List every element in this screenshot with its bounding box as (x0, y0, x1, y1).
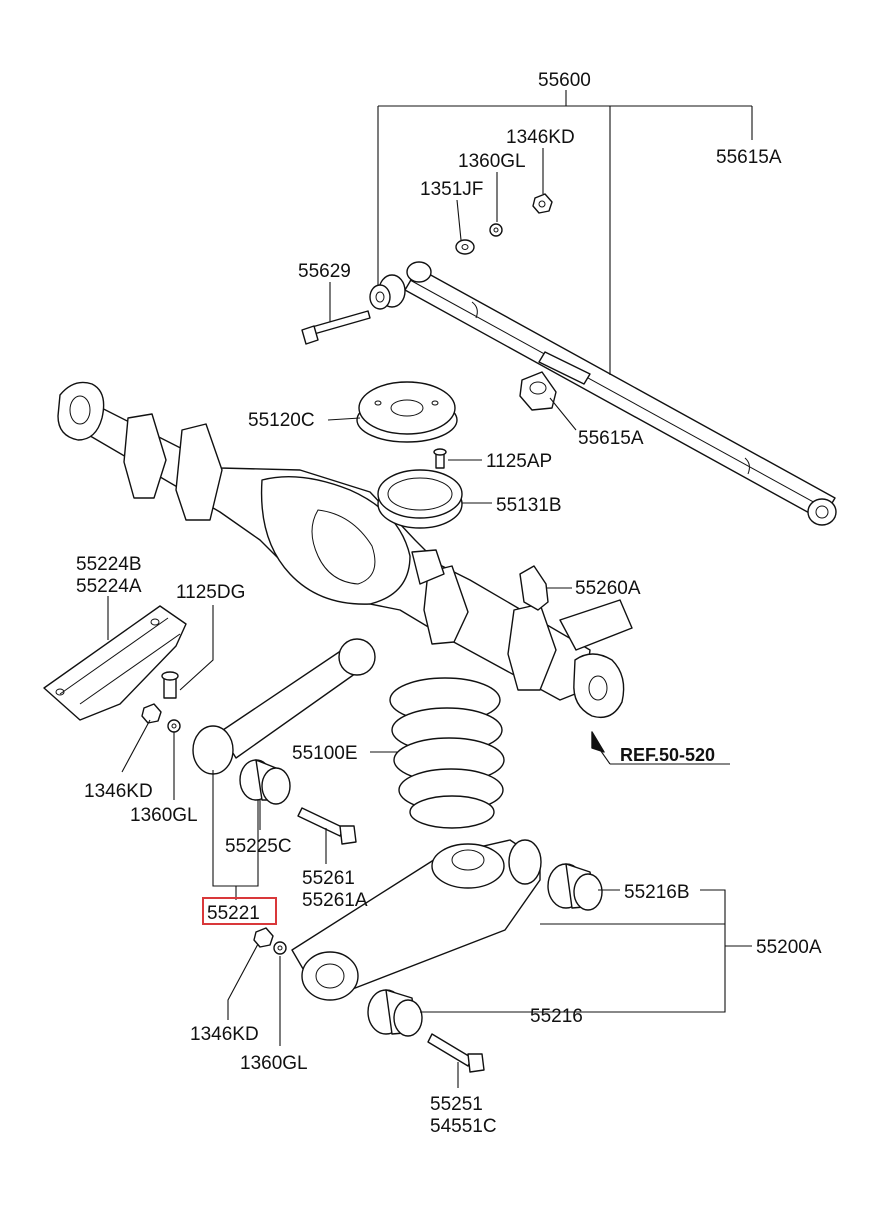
label-1346KD-top: 1346KD (506, 127, 575, 148)
upper-arm (192, 638, 376, 775)
coil-spring (389, 677, 505, 829)
bolt-1125AP (433, 448, 447, 469)
washer-1360GL-left (167, 719, 181, 733)
bushing-55216 (367, 989, 423, 1037)
label-55131B: 55131B (496, 495, 562, 516)
label-1346KD-bottom: 1346KD (190, 1024, 259, 1045)
bushing-55225C (239, 759, 291, 805)
nut-1346KD-left (141, 703, 162, 724)
label-55251: 55251 (430, 1094, 483, 1115)
bolt-55251 (427, 1033, 485, 1073)
rod-bushing (369, 274, 406, 310)
label-55216B: 55216B (624, 882, 690, 903)
label-55615A-mid: 55615A (578, 428, 644, 449)
bracket-55224 (43, 605, 187, 721)
bushing-55216B (547, 863, 603, 911)
label-55120C: 55120C (248, 410, 315, 431)
label-55261: 55261 (302, 868, 355, 889)
label-55261A: 55261A (302, 890, 368, 911)
spring-seat (356, 381, 458, 443)
label-55200A: 55200A (756, 937, 822, 958)
label-1360GL-left: 1360GL (130, 805, 198, 826)
label-55260A: 55260A (575, 578, 641, 599)
label-55615A-top: 55615A (716, 147, 782, 168)
label-1351JF: 1351JF (420, 179, 483, 200)
leader-lines (107, 90, 753, 1088)
lateral-rod (404, 261, 837, 526)
label-55221[interactable]: 55221 (207, 903, 260, 924)
nut-1346KD-bottom (253, 927, 274, 948)
label-55600: 55600 (538, 70, 591, 91)
lower-arm (291, 839, 542, 1001)
washer-1351JF (455, 239, 475, 255)
nut-1346KD-top (532, 193, 553, 214)
bracket-55615A (519, 371, 557, 411)
label-1360GL-top: 1360GL (458, 151, 526, 172)
label-55224A: 55224A (76, 576, 142, 597)
spring-pad (377, 469, 463, 529)
bracket-55260A (519, 565, 549, 611)
bolt-1125DG (161, 671, 179, 699)
ref-link[interactable]: REF.50-520 (620, 745, 715, 765)
label-55225C: 55225C (225, 836, 292, 857)
label-55216: 55216 (530, 1006, 583, 1027)
bolt-55629 (301, 310, 371, 345)
label-54551C: 54551C (430, 1116, 497, 1137)
bolt-55261 (297, 807, 357, 845)
label-1125DG: 1125DG (176, 582, 245, 603)
label-1360GL-bottom: 1360GL (240, 1053, 308, 1074)
label-55100E: 55100E (292, 743, 358, 764)
label-55629: 55629 (298, 261, 351, 282)
label-1125AP: 1125AP (486, 451, 552, 472)
label-1346KD-left: 1346KD (84, 781, 153, 802)
axle-housing (57, 381, 633, 719)
washer-1360GL-top (489, 223, 503, 237)
washer-1360GL-bottom (273, 941, 287, 955)
label-55224B: 55224B (76, 554, 142, 575)
highlight-box (202, 897, 277, 925)
